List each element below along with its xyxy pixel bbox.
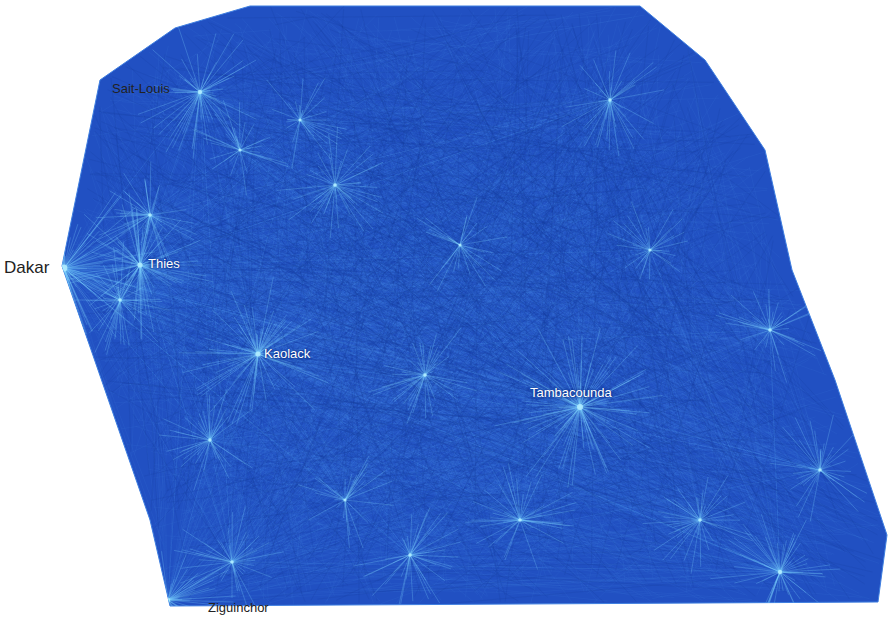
hub-dot <box>118 298 122 302</box>
hub-dot <box>698 518 702 522</box>
hub-dot <box>298 118 301 121</box>
hub-dot <box>198 90 202 94</box>
city-label: Ziguinchor <box>208 601 269 615</box>
hub-dot <box>818 468 822 472</box>
city-label: Tambacounda <box>530 386 612 400</box>
hub-dot <box>608 98 612 102</box>
hub-dot <box>166 598 170 602</box>
hub-dot <box>333 183 337 187</box>
city-label: Thies <box>148 257 180 271</box>
hub-dot <box>778 570 782 574</box>
hub-dot <box>648 248 651 251</box>
hub-dot <box>577 404 583 410</box>
hub-dot <box>768 328 772 332</box>
hub-dot <box>408 553 412 557</box>
local-links <box>0 28 867 620</box>
call-links <box>0 6 882 620</box>
hub-dot <box>208 438 212 442</box>
hub-dot <box>148 213 152 217</box>
hub-dot <box>343 498 346 501</box>
country-region <box>62 6 887 606</box>
city-label: Sait-Louis <box>112 82 170 96</box>
hub-dot <box>518 518 522 522</box>
hub-dot <box>255 351 260 356</box>
city-label: Kaolack <box>264 347 310 361</box>
hub-dot <box>458 243 461 246</box>
hub-dot <box>238 148 241 151</box>
city-label: Dakar <box>4 259 49 278</box>
hub-dot <box>61 265 68 272</box>
hub-dot <box>423 373 427 377</box>
hub-dot <box>137 262 142 267</box>
hub-dot <box>230 560 234 564</box>
